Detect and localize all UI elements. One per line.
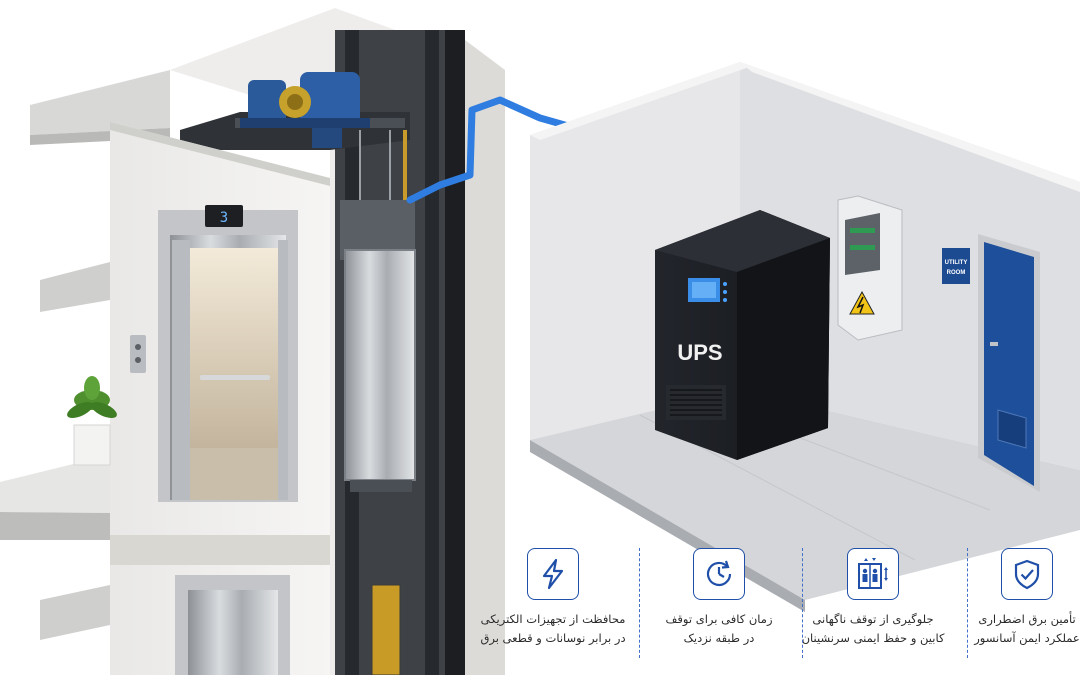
- feature-emergency-power-line2: عملکرد ایمن آسانسور: [974, 631, 1080, 645]
- electrical-panel: [837, 195, 903, 341]
- clock-refresh-icon: [693, 548, 745, 600]
- room-sign-line1: UTILITY: [945, 260, 968, 266]
- utility-room-door: [978, 234, 1040, 492]
- feature-time-to-stop-line2: در طبقه نزدیک: [683, 631, 755, 645]
- traction-motor: [240, 72, 370, 148]
- elevator-icon: [847, 548, 899, 600]
- feature-emergency-power-line1: تأمین برق اضطراری: [978, 612, 1076, 626]
- building: 3: [0, 8, 505, 675]
- feature-equipment-protection: محافظت از تجهیزات الکتریکی در برابر نوسا…: [478, 548, 628, 668]
- feature-prevent-sudden-stop-line1: جلوگیری از توقف ناگهانی: [812, 612, 934, 626]
- room-sign-line2: ROOM: [947, 270, 966, 276]
- ups-cabinet: UPS: [655, 210, 830, 460]
- plant-decoration: [67, 376, 117, 466]
- feature-equipment-protection-line2: در برابر نوسانات و قطعی برق: [480, 631, 626, 645]
- warning-triangle-icon: [849, 290, 875, 315]
- call-up-button: [135, 344, 141, 350]
- floor-indicator-panel: [205, 205, 243, 227]
- utility-room-sign: UTILITY ROOM: [942, 248, 970, 284]
- features-strip: تأمین برق اضطراری عملکرد ایمن آسانسور جل…: [480, 548, 1080, 675]
- feature-prevent-sudden-stop-line2: کابین و حفظ ایمنی سرنشینان: [801, 631, 945, 645]
- elevator-car: [340, 200, 416, 492]
- floor-indicator: 3: [220, 210, 228, 226]
- feature-emergency-power: تأمین برق اضطراری عملکرد ایمن آسانسور: [952, 548, 1080, 668]
- feature-time-to-stop-line1: زمان کافی برای توقف: [665, 612, 773, 626]
- call-button-panel: [130, 335, 146, 373]
- feature-prevent-sudden-stop: جلوگیری از توقف ناگهانی کابین و حفظ ایمن…: [798, 548, 948, 668]
- feature-equipment-protection-line1: محافظت از تجهیزات الکتریکی: [480, 612, 626, 626]
- call-down-button: [135, 357, 141, 363]
- divider: [967, 548, 968, 658]
- utility-room: UPS UTILITY ROOM: [530, 62, 1080, 612]
- divider: [802, 548, 803, 658]
- ups-label: UPS: [677, 340, 722, 365]
- shield-check-icon: [1001, 548, 1053, 600]
- lightning-icon: [527, 548, 579, 600]
- feature-time-to-stop: زمان کافی برای توقف در طبقه نزدیک: [644, 548, 794, 668]
- divider: [639, 548, 640, 658]
